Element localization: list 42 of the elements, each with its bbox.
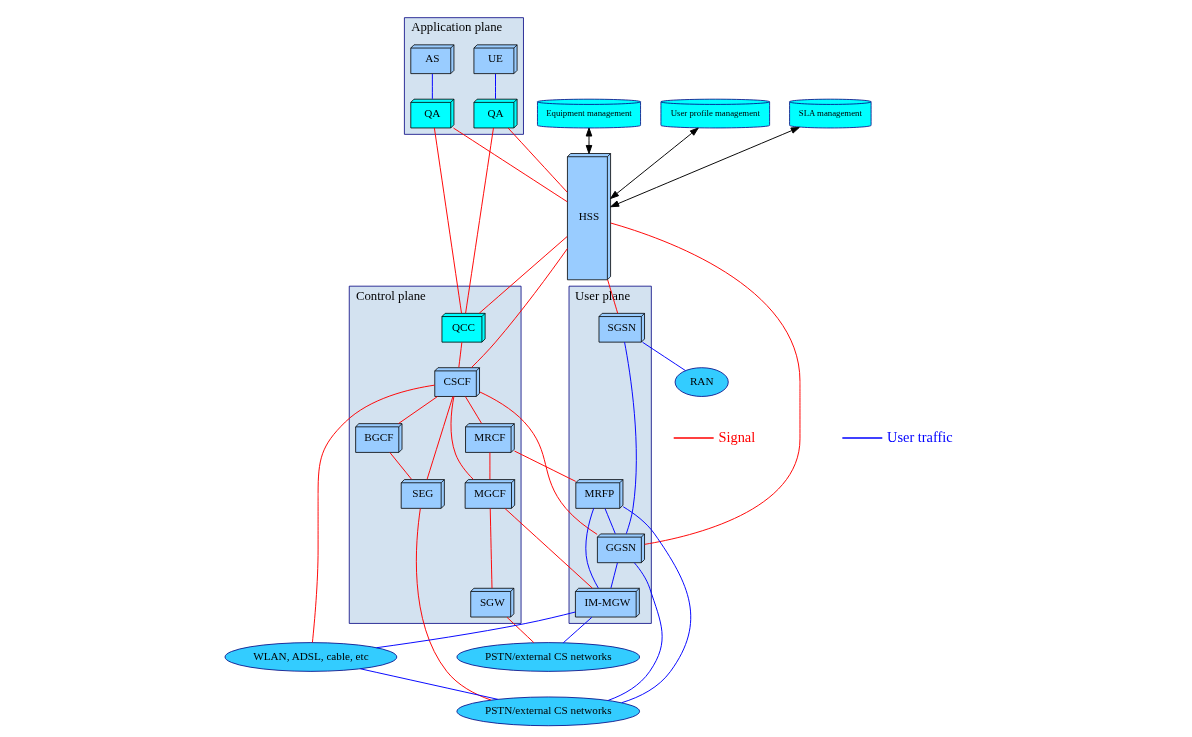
- connector: [415, 508, 491, 701]
- connector: [478, 391, 598, 535]
- connector: [607, 562, 663, 701]
- connector: [609, 222, 800, 545]
- connector: [311, 384, 435, 643]
- node-ellipse: RAN: [674, 367, 729, 397]
- arrow: [609, 127, 699, 199]
- connector: [433, 127, 462, 314]
- connector: [504, 508, 593, 589]
- connector: [604, 508, 616, 535]
- connector: [470, 248, 568, 369]
- connector: [513, 450, 576, 482]
- node-ellipse: PSTN/external CS networks: [456, 696, 640, 727]
- node-ellipse: WLAN, ADSL, cable, etc: [224, 642, 397, 672]
- connector: [641, 341, 686, 372]
- connector: [620, 506, 691, 704]
- arrow: [609, 126, 800, 208]
- legend-label: User traffic: [886, 428, 953, 445]
- connector: [562, 616, 592, 644]
- connector: [584, 507, 599, 589]
- connector: [478, 236, 568, 314]
- connector: [452, 127, 568, 203]
- connector: [464, 396, 482, 424]
- connector: [375, 611, 576, 649]
- connector: [489, 508, 492, 589]
- connector: [450, 396, 474, 480]
- connector: [506, 616, 534, 644]
- node-ellipse: PSTN/external CS networks: [456, 642, 640, 672]
- connector: [397, 396, 438, 424]
- connector: [507, 127, 568, 193]
- arrow: [585, 127, 592, 154]
- connector: [606, 279, 618, 314]
- connector: [426, 396, 453, 480]
- connector: [623, 341, 637, 535]
- connector: [388, 452, 412, 480]
- connector: [457, 341, 462, 368]
- connector: [610, 562, 618, 589]
- connector: [464, 127, 494, 314]
- connector: [431, 73, 433, 100]
- legend-label: Signal: [717, 428, 755, 445]
- connector: [359, 668, 498, 700]
- connector: [494, 73, 496, 100]
